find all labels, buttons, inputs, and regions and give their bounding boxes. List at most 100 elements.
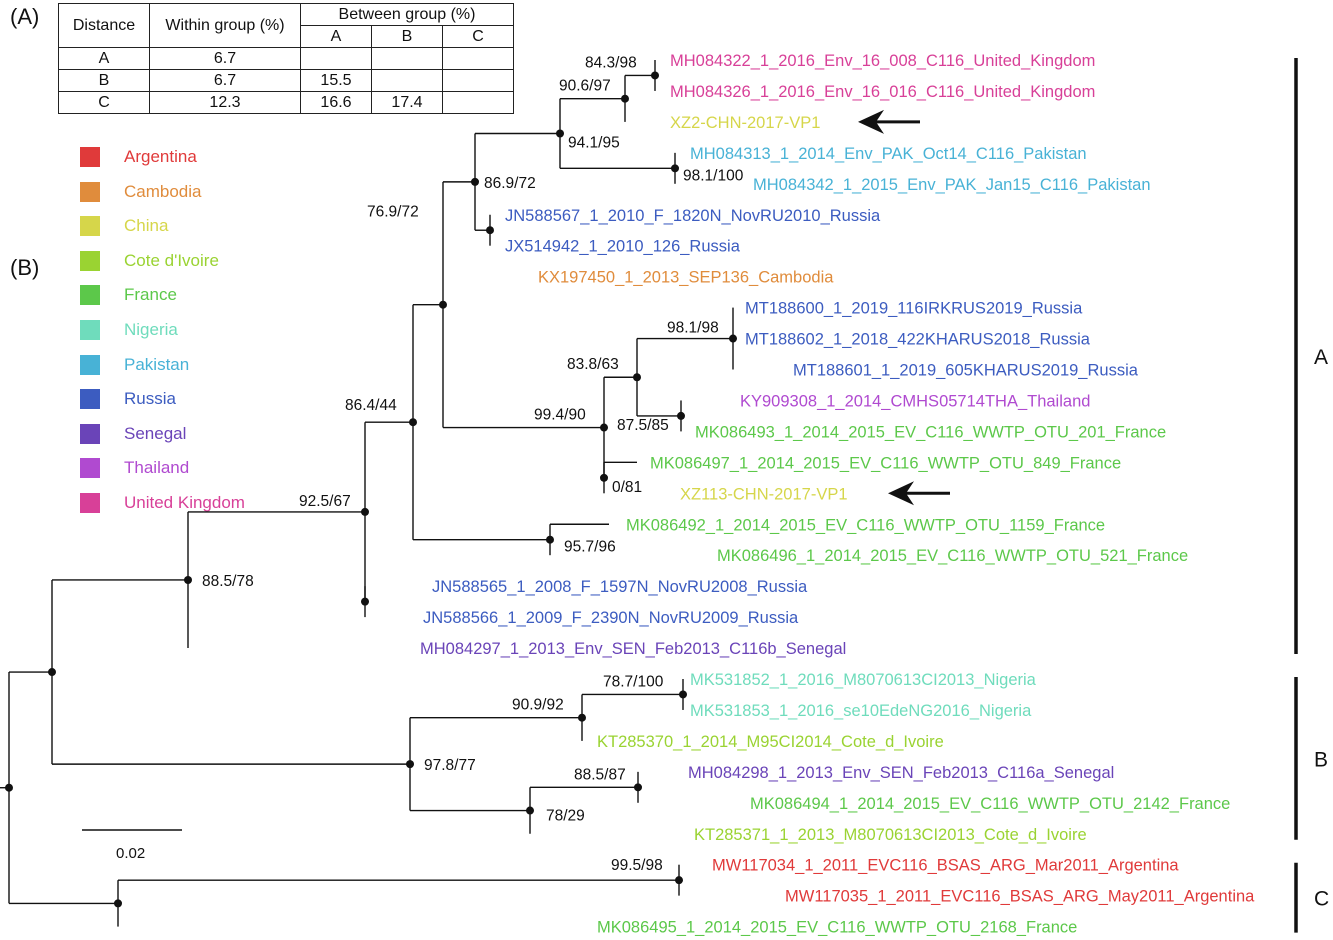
leaf-label: MK531852_1_2016_M8070613CI2013_Nigeria bbox=[690, 671, 1037, 689]
leaf-label: JN588566_1_2009_F_2390N_NovRU2009_Russia bbox=[423, 609, 799, 627]
support-value: 87.5/85 bbox=[617, 417, 669, 434]
leaf-label: MT188602_1_2018_422KHARUS2018_Russia bbox=[745, 331, 1091, 349]
node-dot bbox=[621, 94, 629, 103]
legend-swatch bbox=[80, 389, 100, 410]
node-dot bbox=[600, 423, 608, 432]
support-value: 94.1/95 bbox=[568, 135, 620, 152]
leaf-label: MW117034_1_2011_EVC116_BSAS_ARG_Mar2011_… bbox=[712, 857, 1179, 875]
row-between-c bbox=[442, 91, 514, 114]
support-value: 78/29 bbox=[546, 808, 585, 825]
row-within: 12.3 bbox=[149, 91, 301, 114]
support-value: 78.7/100 bbox=[603, 673, 664, 690]
leaf-label: MH084297_1_2013_Env_SEN_Feb2013_C116b_Se… bbox=[420, 640, 846, 658]
node-dot bbox=[48, 668, 56, 677]
leaf-label: JN588565_1_2008_F_1597N_NovRU2008_Russia bbox=[432, 578, 808, 596]
node-dot bbox=[651, 71, 659, 80]
legend-swatch bbox=[80, 492, 100, 513]
arrow-head-icon bbox=[888, 481, 914, 506]
header-between: Between group (%) bbox=[300, 3, 514, 26]
legend-swatch bbox=[80, 250, 100, 271]
leaf-label: MH084322_1_2016_Env_16_008_C116_United_K… bbox=[670, 52, 1095, 70]
legend-label: Nigeria bbox=[124, 319, 178, 339]
leaf-label: MK086496_1_2014_2015_EV_C116_WWTP_OTU_52… bbox=[717, 547, 1188, 565]
panel-label-b: (B) bbox=[10, 255, 40, 280]
node-dot bbox=[556, 129, 564, 138]
support-value: 84.3/98 bbox=[585, 54, 637, 71]
node-dot bbox=[633, 373, 641, 382]
node-dot bbox=[546, 535, 554, 544]
distance-table: Distance Within group (%) Between group … bbox=[58, 3, 514, 114]
support-value: 88.5/87 bbox=[574, 766, 626, 783]
node-dot bbox=[677, 411, 685, 420]
clade-label: A bbox=[1314, 346, 1328, 369]
row-between-b: 17.4 bbox=[371, 91, 443, 114]
support-value: 90.9/92 bbox=[512, 697, 564, 714]
legend-swatch bbox=[80, 458, 100, 479]
table-row: C 12.3 16.6 17.4 bbox=[58, 91, 514, 114]
leaf-label: MH084298_1_2013_Env_SEN_Feb2013_C116a_Se… bbox=[688, 764, 1114, 782]
legend-label: Russia bbox=[124, 389, 176, 409]
leaf-label: KY909308_1_2014_CMHS05714THA_Thailand bbox=[740, 392, 1090, 410]
support-value: 0/81 bbox=[612, 479, 642, 496]
legend-label: United Kingdom bbox=[124, 492, 245, 512]
node-dot bbox=[439, 300, 447, 309]
node-dot bbox=[184, 575, 192, 584]
support-value: 95.7/96 bbox=[564, 539, 616, 556]
leaf-label: JN588567_1_2010_F_1820N_NovRU2010_Russia bbox=[505, 207, 881, 225]
leaf-label: MK531853_1_2016_se10EdeNG2016_Nigeria bbox=[690, 702, 1032, 720]
leaf-label: KT285370_1_2014_M95CI2014_Cote_d_Ivoire bbox=[597, 733, 944, 751]
legend-label: Thailand bbox=[124, 458, 190, 478]
legend-label: Cambodia bbox=[124, 181, 202, 201]
legend-label: France bbox=[124, 285, 177, 305]
leaf-label: MW117035_1_2011_EVC116_BSAS_ARG_May2011_… bbox=[785, 888, 1255, 906]
legend-swatch bbox=[80, 423, 100, 444]
node-dot bbox=[675, 876, 683, 885]
support-value: 92.5/67 bbox=[299, 493, 351, 510]
legend-label: Senegal bbox=[124, 423, 187, 443]
legend-swatch bbox=[80, 147, 100, 167]
support-value: 90.6/97 bbox=[559, 78, 611, 95]
clade-label: B bbox=[1314, 748, 1328, 771]
legend-swatch bbox=[80, 285, 100, 306]
support-value: 88.5/78 bbox=[202, 573, 254, 590]
leaf-label: MK086494_1_2014_2015_EV_C116_WWTP_OTU_21… bbox=[750, 795, 1230, 813]
support-value: 76.9/72 bbox=[367, 204, 419, 221]
support-value: 98.1/100 bbox=[683, 167, 744, 184]
support-value: 99.5/98 bbox=[611, 857, 663, 874]
node-dot bbox=[361, 597, 369, 606]
header-distance: Distance bbox=[58, 3, 150, 48]
leaf-label: MK086493_1_2014_2015_EV_C116_WWTP_OTU_20… bbox=[695, 423, 1166, 441]
legend-label: Pakistan bbox=[124, 354, 190, 374]
node-dot bbox=[679, 690, 687, 699]
node-dot bbox=[114, 899, 122, 908]
arrow-head-icon bbox=[858, 109, 884, 134]
leaf-label: MT188601_1_2019_605KHARUS2019_Russia bbox=[793, 362, 1139, 380]
support-value: 83.8/63 bbox=[567, 356, 619, 373]
node-dot bbox=[600, 473, 608, 482]
clade-label: C bbox=[1314, 888, 1329, 911]
leaf-label: MH084313_1_2014_Env_PAK_Oct14_C116_Pakis… bbox=[690, 145, 1087, 163]
leaf-label: MK086497_1_2014_2015_EV_C116_WWTP_OTU_84… bbox=[650, 454, 1121, 472]
scale-bar-label: 0.02 bbox=[116, 845, 145, 862]
leaf-label: MK086495_1_2014_2015_EV_C116_WWTP_OTU_21… bbox=[597, 919, 1077, 937]
legend-label: Cote d'Ivoire bbox=[124, 250, 219, 270]
support-value: 86.4/44 bbox=[345, 397, 397, 414]
node-dot bbox=[406, 760, 414, 769]
leaf-label: XZ113-CHN-2017-VP1 bbox=[680, 485, 848, 503]
node-dot bbox=[634, 783, 642, 792]
node-dot bbox=[486, 226, 494, 235]
legend-label: China bbox=[124, 216, 169, 236]
leaf-label: MT188600_1_2019_116IRKRUS2019_Russia bbox=[745, 300, 1083, 318]
leaf-label: MH084342_1_2015_Env_PAK_Jan15_C116_Pakis… bbox=[753, 176, 1151, 194]
node-dot bbox=[471, 177, 479, 186]
node-dot bbox=[361, 507, 369, 516]
support-value: 98.1/98 bbox=[667, 320, 719, 337]
legend-swatch bbox=[80, 216, 100, 237]
legend-swatch bbox=[80, 354, 100, 375]
leaf-label: KX197450_1_2013_SEP136_Cambodia bbox=[538, 269, 834, 287]
support-value: 86.9/72 bbox=[484, 175, 536, 192]
legend-swatch bbox=[80, 181, 100, 202]
node-dot bbox=[5, 783, 13, 792]
